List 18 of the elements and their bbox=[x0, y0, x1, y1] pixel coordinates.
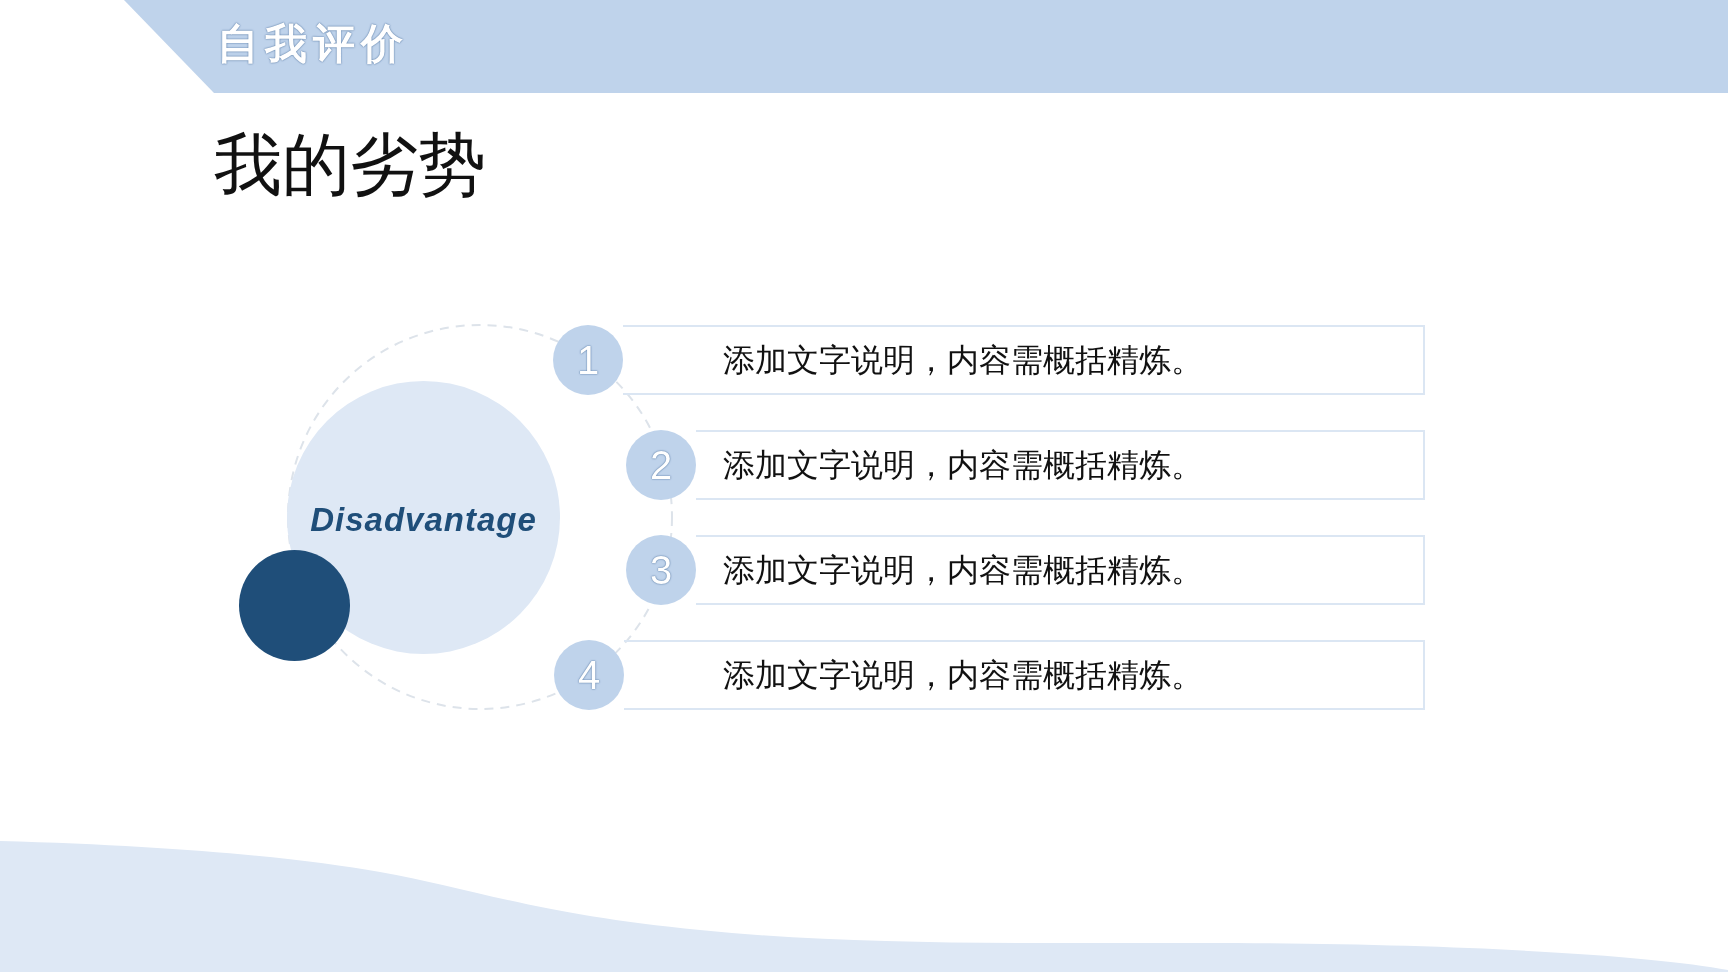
header-band bbox=[124, 0, 1728, 93]
text-box bbox=[624, 640, 1425, 710]
description-text: 添加文字说明，内容需概括精炼。 bbox=[723, 655, 1203, 695]
description-text: 添加文字说明，内容需概括精炼。 bbox=[723, 445, 1203, 485]
small-circle bbox=[239, 550, 350, 661]
keyword-text: Disadvantage bbox=[310, 500, 537, 539]
description-text: 添加文字说明，内容需概括精炼。 bbox=[723, 550, 1203, 590]
number-text: 1 bbox=[576, 338, 600, 382]
number-text: 2 bbox=[649, 443, 673, 487]
number-text: 4 bbox=[577, 653, 601, 697]
wave-band bbox=[0, 841, 1728, 972]
text-box bbox=[696, 535, 1425, 605]
banner-text: 自我评价 bbox=[217, 19, 409, 70]
number-text: 3 bbox=[649, 548, 673, 592]
text-box bbox=[623, 325, 1425, 395]
description-text: 添加文字说明，内容需概括精炼。 bbox=[723, 340, 1203, 380]
slide-title: 我的劣势 bbox=[214, 124, 486, 206]
text-box bbox=[696, 430, 1425, 500]
